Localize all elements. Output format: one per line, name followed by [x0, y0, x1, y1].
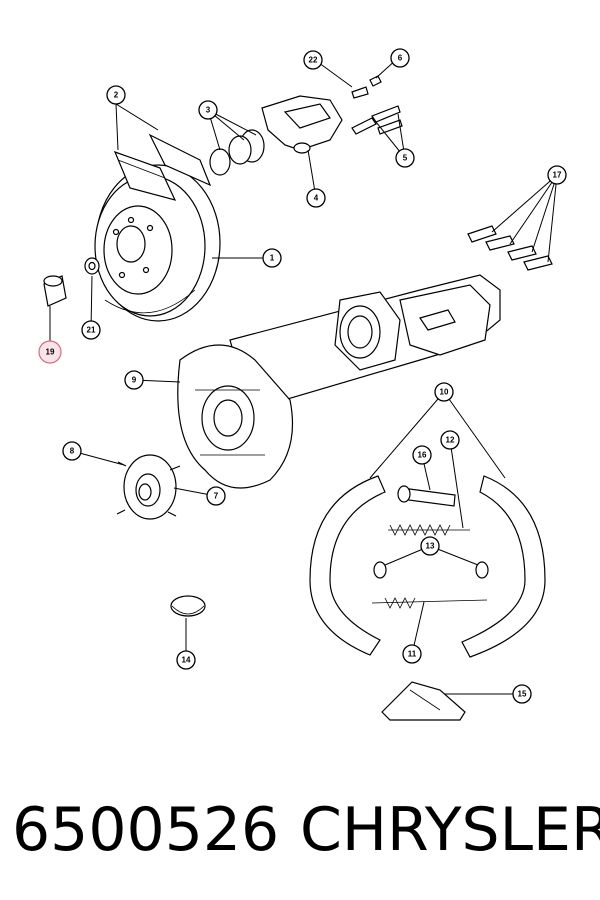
callout-5-label: 5	[403, 154, 408, 163]
callout-21-label: 21	[87, 326, 96, 335]
exploded-parts-diagram: 1 2 3 4 5 6 7 8 9 10 11 12 13 14 15 16 1…	[38, 48, 567, 721]
callout-16: 16	[412, 445, 432, 465]
callout-4: 4	[306, 188, 326, 208]
callout-13: 13	[420, 536, 440, 556]
callout-14-label: 14	[182, 656, 191, 665]
axle-bolts	[467, 225, 553, 271]
brand-name: CHRYSLER	[300, 795, 600, 865]
callout-9-label: 9	[132, 376, 137, 385]
callout-4-label: 4	[314, 194, 319, 203]
callout-3-label: 3	[206, 106, 211, 115]
part-number: 6500526	[12, 795, 280, 865]
callout-10-label: 10	[440, 388, 449, 397]
parking-brake-shoes	[309, 475, 546, 658]
hold-down-springs	[373, 561, 489, 579]
callout-15: 15	[512, 684, 532, 704]
callout-6-label: 6	[398, 54, 403, 63]
lug-nut	[43, 275, 67, 307]
caliper-bolts	[351, 75, 403, 135]
callout-19-label: 19	[46, 348, 55, 357]
callout-8: 8	[62, 441, 82, 461]
brake-pads	[113, 133, 212, 201]
callout-16-label: 16	[418, 451, 427, 460]
callout-1: 1	[262, 248, 282, 268]
callout-13-label: 13	[426, 542, 435, 551]
callout-8-label: 8	[70, 447, 75, 456]
callout-9: 9	[124, 370, 144, 390]
callout-3: 3	[198, 100, 218, 120]
callout-6: 6	[390, 48, 410, 68]
callout-2-label: 2	[114, 91, 119, 100]
callout-14: 14	[176, 650, 196, 670]
callout-2: 2	[106, 85, 126, 105]
callout-7: 7	[206, 486, 226, 506]
parking-brake-lever	[381, 681, 466, 721]
callout-22: 22	[303, 50, 323, 70]
callout-17: 17	[547, 165, 567, 185]
callout-21: 21	[81, 320, 101, 340]
backing-plate	[177, 344, 294, 489]
callout-17-label: 17	[553, 171, 562, 180]
washer	[84, 257, 100, 275]
callout-11: 11	[402, 644, 422, 664]
callout-5: 5	[395, 148, 415, 168]
adjuster	[397, 485, 456, 507]
callout-10: 10	[434, 382, 454, 402]
upper-spring	[388, 524, 470, 536]
brake-caliper	[209, 95, 343, 176]
callout-1-label: 1	[270, 254, 275, 263]
callout-22-label: 22	[309, 56, 318, 65]
callout-11-label: 11	[408, 650, 417, 659]
access-plug	[170, 595, 206, 617]
callout-12: 12	[440, 430, 460, 450]
brake-rotor	[94, 164, 221, 322]
callout-15-label: 15	[518, 690, 527, 699]
part-caption: 6500526 CHRYSLER	[0, 790, 600, 880]
callout-12-label: 12	[446, 436, 455, 445]
callout-19: 19	[38, 340, 62, 364]
lower-spring	[371, 597, 488, 609]
wheel-hub	[116, 454, 181, 520]
axle-housing	[229, 274, 501, 411]
callout-7-label: 7	[214, 492, 219, 501]
